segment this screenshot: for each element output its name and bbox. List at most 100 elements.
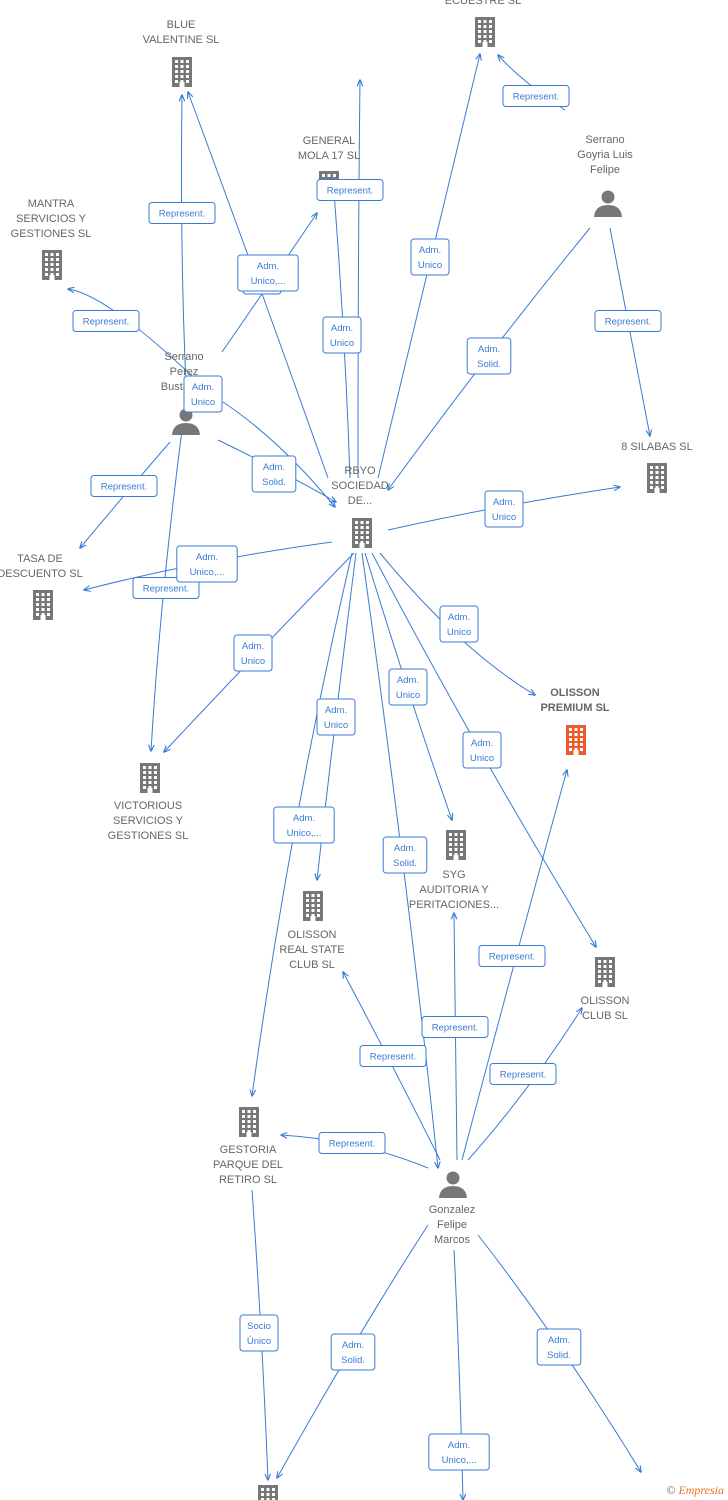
gonzalez-label: Gonzalez [429,1204,475,1216]
edge-label-text: Adm. [331,323,353,334]
person-icon [594,190,622,217]
mantra-label: GESTIONES SL [11,228,92,240]
edge-label: Adm.Unico [462,731,502,769]
edge-label-text: Adm. [293,813,315,824]
serrano-goyria-label: Felipe [590,164,620,176]
brand-logo[interactable]: Empresia [678,1483,724,1497]
edge-label: Adm.Unico,... [237,254,299,292]
edge-label-text: Represent. [327,186,373,197]
edge-label-text: Unico [330,338,354,349]
mantra-label: SERVICIOS Y [16,213,87,225]
relation-edge [222,401,335,507]
edge-label-text: Solid. [341,1355,365,1366]
edge-label-text: Socio [247,1321,271,1332]
building-icon [446,830,466,860]
edge-label-text: Unico [241,656,265,667]
building-icon [352,518,372,548]
edge-label-text: Adm. [325,705,347,716]
general-mola-label: GENERAL [303,135,356,147]
gestoria-label: RETIRO SL [219,1174,277,1186]
olisson-real-state-label: REAL STATE [279,944,344,956]
edge-label-text: Represent. [605,317,651,328]
edge-label-text: Adm. [257,261,279,272]
edge-label: Adm.Solid. [466,337,512,375]
edge-label-text: Unico [418,260,442,271]
edge-label: Adm.Unico [233,634,273,672]
olisson-club-label: CLUB SL [582,1010,628,1022]
edge-label-text: Adm. [397,675,419,686]
tasa-descuento-label: TASA DE [17,553,63,565]
building-icon [475,17,495,47]
edge-label: Represent. [318,1132,386,1154]
building-icon [647,463,667,493]
person-icon [439,1171,467,1198]
edge-label-text: Unico [470,753,494,764]
edge-label: Represent. [478,945,546,967]
building-icon [33,590,53,620]
edge-label: Represent. [132,577,200,599]
building-icon [239,1107,259,1137]
edge-label: Adm. Unico [322,316,362,354]
edge-label: Represent. [72,310,140,332]
gestoria-label: GESTORIA [220,1144,277,1156]
edge-label: Adm.Solid. [251,455,297,493]
edge-label: Represent. [489,1063,557,1085]
edge-label-text: Adm. [548,1335,570,1346]
rbyo-node[interactable]: RBYOSOCIEDADDE... [331,465,389,548]
edge-label: Adm. Unico [388,668,428,706]
victorious-label: GESTIONES SL [108,830,189,842]
edge-label-text: Represent. [432,1023,478,1034]
edge-label-text: Represent. [143,584,189,595]
serrano-perez-label: Perez [170,366,199,378]
edge-label-text: Solid. [262,477,286,488]
edge-label-text: Represent. [500,1070,546,1081]
building-icon [303,891,323,921]
edge-label-text: Unico [324,720,348,731]
relation-edge [361,552,438,1168]
relation-edge [182,95,187,386]
ocho-silabas-label: 8 SILABAS SL [621,441,693,453]
top-ecuestre-node[interactable]: ECUESTRE SL [445,0,521,47]
general-mola-label: MOLA 17 SL [298,150,360,162]
copyright-symbol: © [666,1483,676,1497]
olisson-real-state-label: OLISSON [288,929,337,941]
edge-label: Represent. [594,310,662,332]
edge-label: Adm.Solid. [382,836,428,874]
edge-label: Adm.Unico [484,490,524,528]
olisson-club-label: OLISSON [581,995,630,1007]
building-icon [566,725,586,755]
olisson-premium-label: OLISSON [550,687,600,699]
serrano-goyria-label: Serrano [585,134,624,146]
edge-label-text: Unico,... [442,1455,477,1466]
edge-label-text: Unico [492,512,516,523]
serrano-goyria-label: Goyria Luis [577,149,633,161]
edge-label-text: Adm. [419,245,441,256]
edge-label-text: Solid. [547,1350,571,1361]
edge-label-text: Unico [396,690,420,701]
edge-label-text: Solid. [477,359,501,370]
edge-label: Represent. [148,202,216,224]
edge-label-text: Represent. [83,317,129,328]
syg-label: PERITACIONES... [409,899,499,911]
edge-label-text: Solid. [393,858,417,869]
syg-label: SYG [442,869,465,881]
ocho-silabas-node[interactable]: 8 SILABAS SL [621,441,693,493]
building-icon [258,1485,278,1500]
serrano-perez-label: Serrano [164,351,203,363]
edge-label-text: Represent. [329,1139,375,1150]
olisson-club-node[interactable]: OLISSON CLUB SL [581,957,630,1022]
edge-label-text: Adm. [342,1340,364,1351]
building-icon [172,57,192,87]
bottom-company-node[interactable] [258,1485,278,1500]
